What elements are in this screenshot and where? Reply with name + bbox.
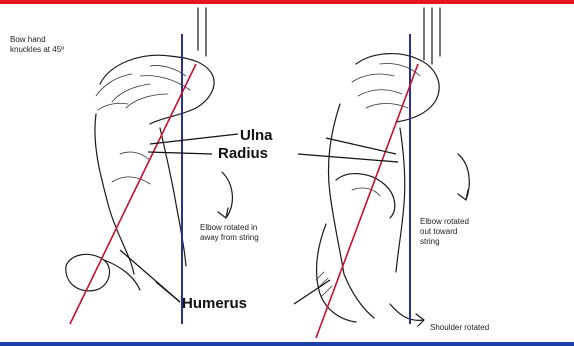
right-elbow	[336, 174, 395, 218]
left-arm-sketch	[66, 8, 233, 291]
left-bow-grip	[198, 8, 206, 56]
right-bow-grip	[424, 8, 440, 64]
elbow-left-label-line2: away from string	[200, 233, 259, 242]
right-hand-outline	[356, 54, 439, 122]
humerus-label: Humerus	[182, 295, 247, 312]
elbow-right-label-line1: Elbow rotated	[420, 217, 469, 226]
radius-label: Radius	[218, 145, 268, 162]
left-forearm-outline	[95, 114, 134, 274]
bow-hand-label-line1: Bow hand	[10, 35, 46, 44]
right-forearm-outline	[328, 104, 344, 274]
shoulder-label: Shoulder rotated	[430, 323, 489, 332]
left-rotation-arrow	[218, 172, 232, 218]
arm-diagram: Bow hand knuckles at 45º Ulna Radius Hum…	[0, 4, 574, 344]
elbow-right-label-line2: out toward	[420, 227, 457, 236]
right-rotation-arrow	[458, 154, 469, 200]
elbow-right-label-line3: string	[420, 237, 440, 246]
shoulder-rotation-arrow	[390, 304, 424, 326]
left-elbow	[66, 254, 110, 291]
ulna-label: Ulna	[240, 127, 273, 144]
bow-hand-label-line2: knuckles at 45º	[10, 45, 64, 54]
elbow-left-label-line1: Elbow rotated in	[200, 223, 257, 232]
